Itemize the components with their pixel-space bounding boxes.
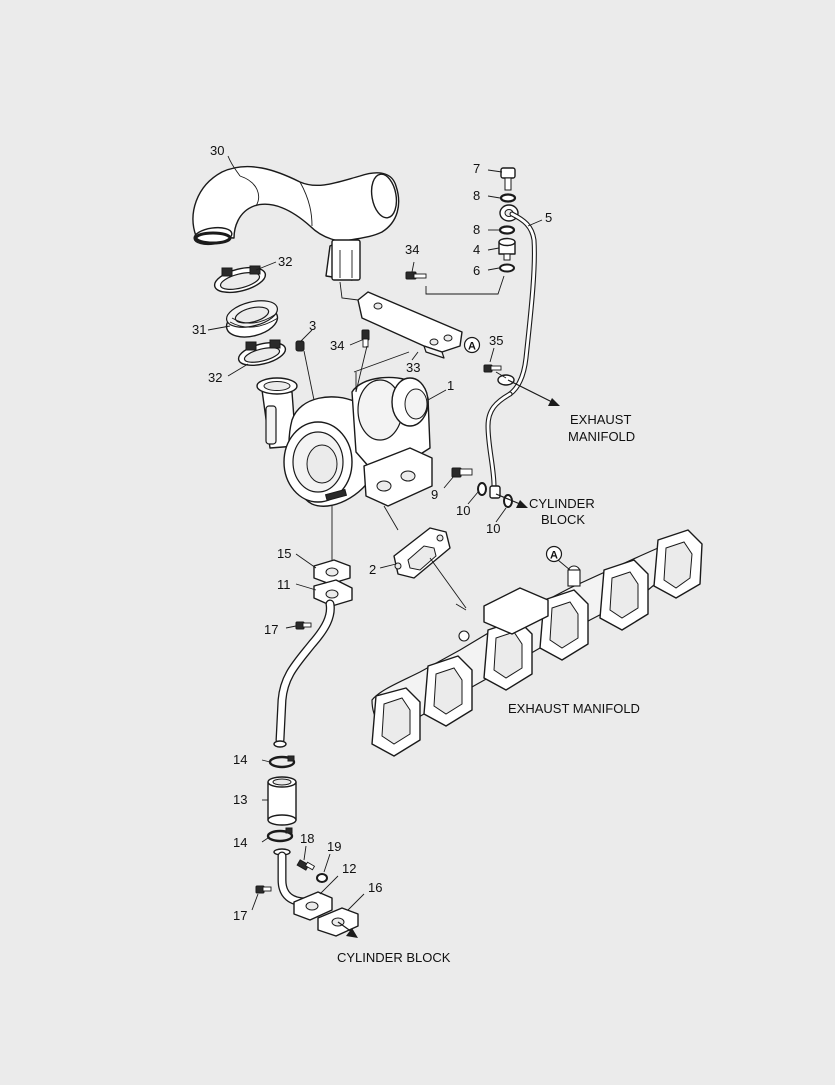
label-exhaust-manifold-small-1: EXHAUST [570,412,631,427]
label-cylinder-block-small-2: BLOCK [541,512,585,527]
callout-14-lower: 14 [233,835,247,850]
callout-14-upper: 14 [233,752,247,767]
callout-9: 9 [431,487,438,502]
callout-2: 2 [369,562,376,577]
drain-hose [267,776,297,826]
arrow-cylinder-block-right [495,493,528,508]
callout-numbers: 30 32 31 32 3 1 7 8 5 8 4 6 34 34 33 35 … [192,143,552,923]
callout-31: 31 [192,322,206,337]
label-exhaust-manifold-main: EXHAUST MANIFOLD [508,701,640,716]
screw-upper [405,271,427,280]
turbo-gasket [393,527,451,579]
sealing-washer-upper [499,193,517,203]
callout-32-lower: 32 [208,370,222,385]
drain-bolt-lower [255,885,272,894]
sealing-washer-lower [498,225,516,235]
callout-13: 13 [233,792,247,807]
callout-34-upper: 34 [405,242,419,257]
plug [295,340,305,352]
drain-fitting [451,467,473,478]
callout-19: 19 [327,839,341,854]
svg-text:A: A [468,341,476,353]
o-ring [499,263,515,273]
callout-18: 18 [300,831,314,846]
oil-feed-pipe [485,211,537,499]
bracket [357,291,463,359]
callout-33: 33 [406,360,420,375]
callout-8-upper: 8 [473,188,480,203]
callout-34-lower: 34 [330,338,344,353]
breather-valve [296,859,316,871]
reference-marker-a-upper: A [463,336,481,354]
drain-elbow [273,848,333,921]
callout-4: 4 [473,242,480,257]
drain-gasket-upper [313,559,351,585]
arrow-exhaust-manifold [507,379,560,406]
hose-clamp-upper [268,755,296,769]
svg-text:A: A [550,550,558,562]
clip-bolt [483,364,502,373]
arrow-cylinder-block-bottom [337,921,358,938]
intake-elbow-hose [192,165,400,281]
callout-17-upper: 17 [264,622,278,637]
callout-35: 35 [489,333,503,348]
callout-16: 16 [368,880,382,895]
adapter-fitting [498,237,516,261]
callout-30: 30 [210,143,224,158]
callout-12: 12 [342,861,356,876]
washer-left [477,482,487,496]
callout-5: 5 [545,210,552,225]
callout-10-left: 10 [456,503,470,518]
callout-3: 3 [309,318,316,333]
callout-32-upper: 32 [278,254,292,269]
label-cylinder-block-bottom: CYLINDER BLOCK [337,950,451,965]
callout-8-lower: 8 [473,222,480,237]
coupling-sleeve [225,300,279,338]
callout-7: 7 [473,161,480,176]
assembly-guide-lines [303,275,507,609]
callout-10-right: 10 [486,521,500,536]
callout-15: 15 [277,546,291,561]
drain-bolt-upper [295,621,312,630]
banjo-bolt [500,167,516,191]
callout-6: 6 [473,263,480,278]
exhaust-manifold [371,529,703,757]
drain-tube [273,579,353,748]
leader-lines [207,155,571,911]
callout-1: 1 [447,378,454,393]
hose-clamp-lower [266,827,294,843]
label-exhaust-manifold-small-2: MANIFOLD [568,429,635,444]
breather-cap [316,873,328,883]
callout-17-lower: 17 [233,908,247,923]
callout-11: 11 [277,577,291,592]
label-cylinder-block-small-1: CYLINDER [529,496,595,511]
destination-labels: EXHAUST MANIFOLD CYLINDER BLOCK EXHAUST … [337,412,640,965]
washer-right [503,494,513,508]
screw-lower [361,329,370,348]
reference-marker-a-lower: A [545,545,563,563]
turbocharger [256,376,433,507]
clamp-upper [213,265,267,294]
clamp-lower [237,339,287,367]
